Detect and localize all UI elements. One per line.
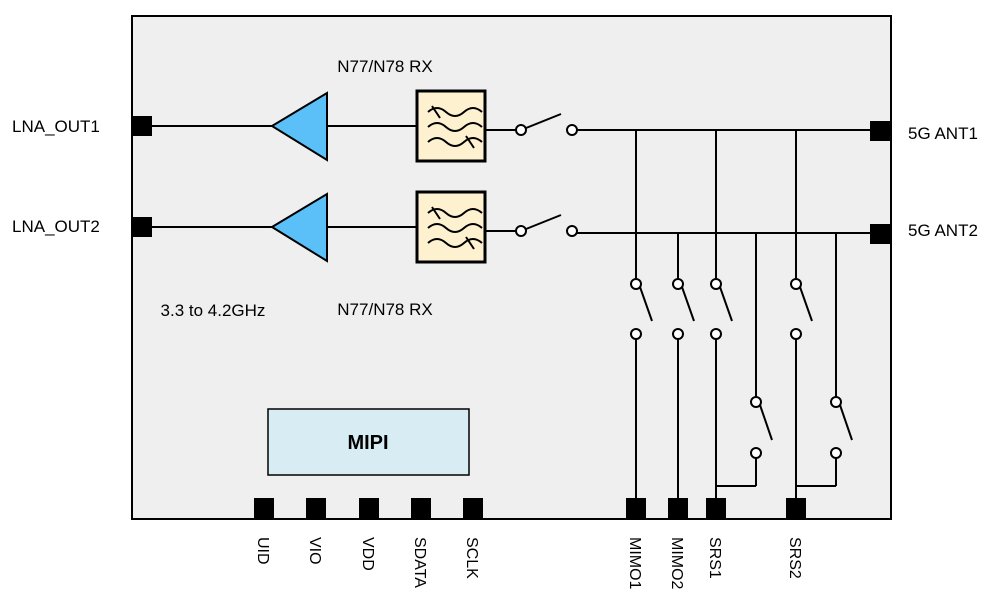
ant2-label: 5G ANT2: [908, 221, 978, 240]
srs1-pin: [706, 498, 726, 518]
srs1-pin-label: SRS1: [706, 537, 723, 579]
chip-body: [131, 15, 892, 520]
mipi-label: MIPI: [347, 432, 388, 454]
mipi-block: [267, 408, 470, 476]
switch-icon: [515, 214, 578, 237]
uid-pin: [254, 498, 274, 518]
sdata-pin: [411, 498, 431, 518]
lna-out1-label: LNA_OUT1: [12, 117, 100, 136]
sdata-pin-label: SDATA: [411, 537, 428, 588]
filter-icon: [415, 89, 487, 163]
srs2-pin-label: SRS2: [786, 537, 803, 579]
lna-out2-pin: [132, 217, 152, 237]
srs2-switch-branch: [790, 130, 853, 499]
uid-pin-label: UID: [254, 537, 271, 565]
band-label-top: N77/N78 RX: [337, 57, 432, 76]
vdd-pin: [359, 498, 379, 518]
ant2-pin: [870, 224, 890, 244]
sclk-pin: [463, 498, 483, 518]
ant1-label: 5G ANT1: [908, 124, 978, 143]
vdd-pin-label: VDD: [359, 537, 376, 571]
frequency-range-label: 3.3 to 4.2GHz: [161, 301, 266, 320]
vio-pin: [306, 498, 326, 518]
mimo2-switch-branch: [672, 233, 695, 499]
band-label-bottom: N77/N78 RX: [337, 300, 432, 319]
srs1-switch-branch: [710, 130, 773, 499]
filter-icon: [415, 190, 487, 264]
ant1-pin: [870, 121, 890, 141]
mimo1-pin: [626, 498, 646, 518]
mimo1-pin-label: MIMO1: [626, 537, 643, 590]
vio-pin-label: VIO: [306, 537, 323, 565]
sclk-pin-label: SCLK: [463, 537, 480, 579]
lna-out1-pin: [132, 116, 152, 136]
mimo2-pin: [668, 498, 688, 518]
mimo1-switch-branch: [630, 130, 653, 499]
lna-out2-label: LNA_OUT2: [12, 217, 100, 236]
mimo2-pin-label: MIMO2: [668, 537, 685, 590]
srs2-pin: [786, 498, 806, 518]
